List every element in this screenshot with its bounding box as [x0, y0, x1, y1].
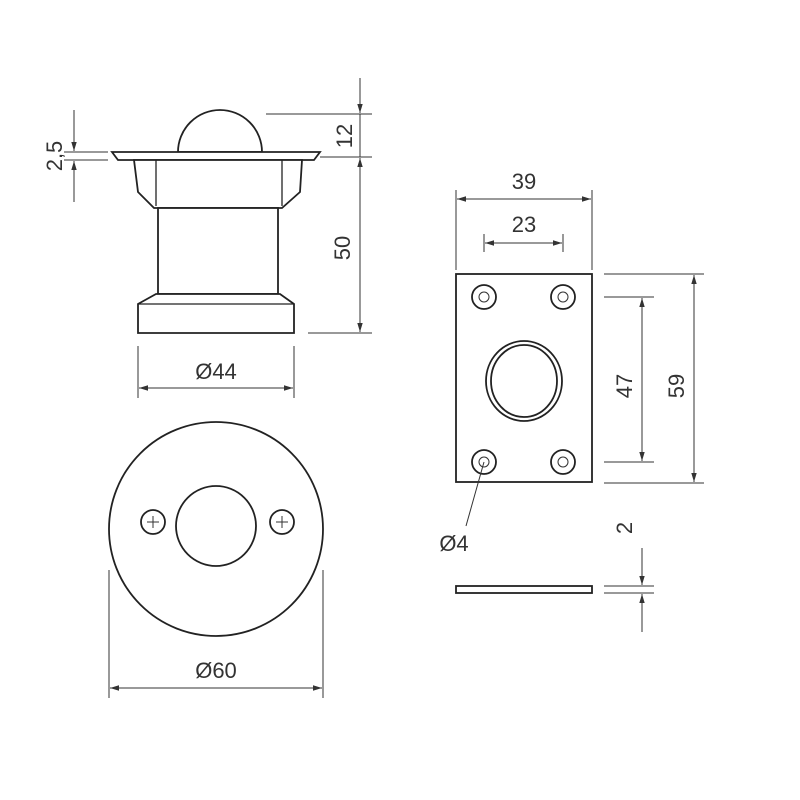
strike-plate-view	[455, 273, 593, 594]
screw-hole-top-right	[550, 284, 576, 310]
dim-strike-thickness: 2	[612, 522, 637, 534]
center-hole	[175, 485, 257, 567]
dim-base-diameter: Ø44	[195, 359, 237, 384]
dim-hole-spacing-vertical: 47	[612, 374, 637, 398]
screw-hole-bottom-right	[550, 449, 576, 475]
strike-plate-edge	[455, 585, 593, 594]
front-view	[108, 421, 324, 637]
dim-screw-hole-diameter: Ø4	[439, 531, 468, 556]
screw-left-icon	[140, 509, 166, 535]
dim-body-height: 50	[330, 236, 355, 260]
dim-flange-thickness: 2,5	[42, 141, 67, 172]
dim-strike-height: 59	[664, 374, 689, 398]
base-ring	[137, 293, 295, 334]
strike-oval-inner	[490, 344, 558, 418]
dim-hole-spacing-horizontal: 23	[512, 212, 536, 237]
dim-plate-diameter: Ø60	[195, 658, 237, 683]
dim-ball-height: 12	[332, 124, 357, 148]
dim-strike-width: 39	[512, 169, 536, 194]
upper-body	[132, 159, 303, 209]
flange	[110, 151, 322, 161]
screw-right-icon	[269, 509, 295, 535]
ball-dome	[177, 109, 263, 153]
side-view	[110, 109, 322, 334]
barrel	[157, 207, 279, 295]
screw-hole-top-left	[471, 284, 497, 310]
dimensions: 2,5 12 50 Ø44 Ø60 39 23 4	[42, 78, 704, 698]
